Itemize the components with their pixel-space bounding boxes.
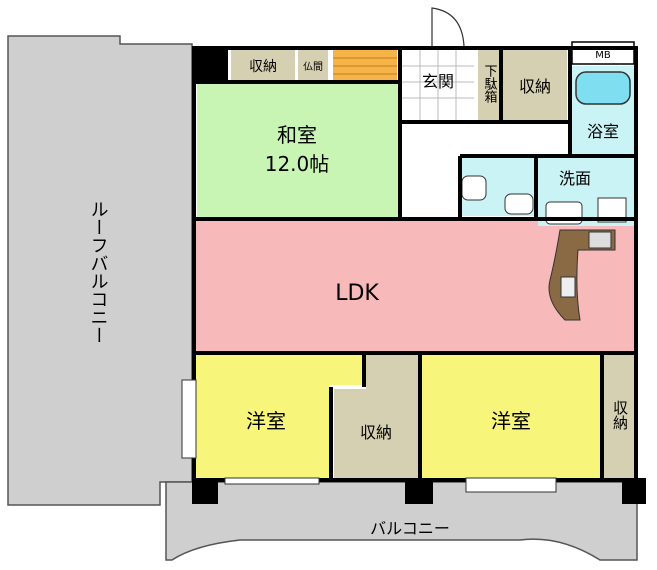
storage-right-label: 収納 (611, 400, 629, 431)
storage-top-label: 収納 (249, 59, 277, 75)
balcony-label: バルコニー (370, 519, 450, 538)
genkan-label: 玄関 (422, 72, 454, 91)
butsuma-area (298, 50, 328, 80)
hall-area (402, 124, 458, 216)
storage-genkan-label: 収納 (519, 77, 551, 96)
genkan-tiles (402, 50, 474, 120)
roof-balcony-label: ルーフバルコニー (88, 200, 109, 344)
yoshitsu-right-room (422, 355, 600, 478)
washitsu-room (197, 84, 398, 217)
stair-lines (333, 57, 397, 75)
yoshitsu-right-label: 洋室 (491, 409, 531, 433)
walls (192, 46, 638, 482)
windows (181, 379, 557, 493)
kitchen-stove (588, 231, 612, 249)
senmen-label: 洗面 (559, 169, 591, 188)
storage-mid (334, 355, 418, 478)
kitchen-sink (560, 276, 576, 298)
storage-right (604, 355, 634, 478)
washitsu-size: 12.0帖 (265, 152, 330, 176)
entrance-door (431, 7, 465, 47)
toilet-fixture (461, 175, 487, 201)
ldk-label: LDK (335, 281, 379, 306)
washitsu-label: 和室 (277, 123, 317, 147)
yoshitsu-left-label: 洋室 (246, 409, 286, 433)
bathtub (575, 71, 631, 105)
storage-genkan (503, 50, 567, 120)
butsuma-label: 仏間 (303, 61, 323, 73)
mb-label: MB (595, 50, 611, 61)
geta-bako-label: 下駄箱 (482, 64, 498, 103)
yokushitsu-label: 浴室 (587, 122, 619, 141)
storage-top (231, 50, 295, 80)
storage-mid-label: 収納 (360, 423, 392, 442)
yoshitsu-left-room (196, 355, 362, 478)
columns (192, 46, 646, 504)
sink-fixture (504, 193, 534, 215)
balcony-area (165, 481, 638, 561)
geta-bako-area (478, 50, 500, 120)
